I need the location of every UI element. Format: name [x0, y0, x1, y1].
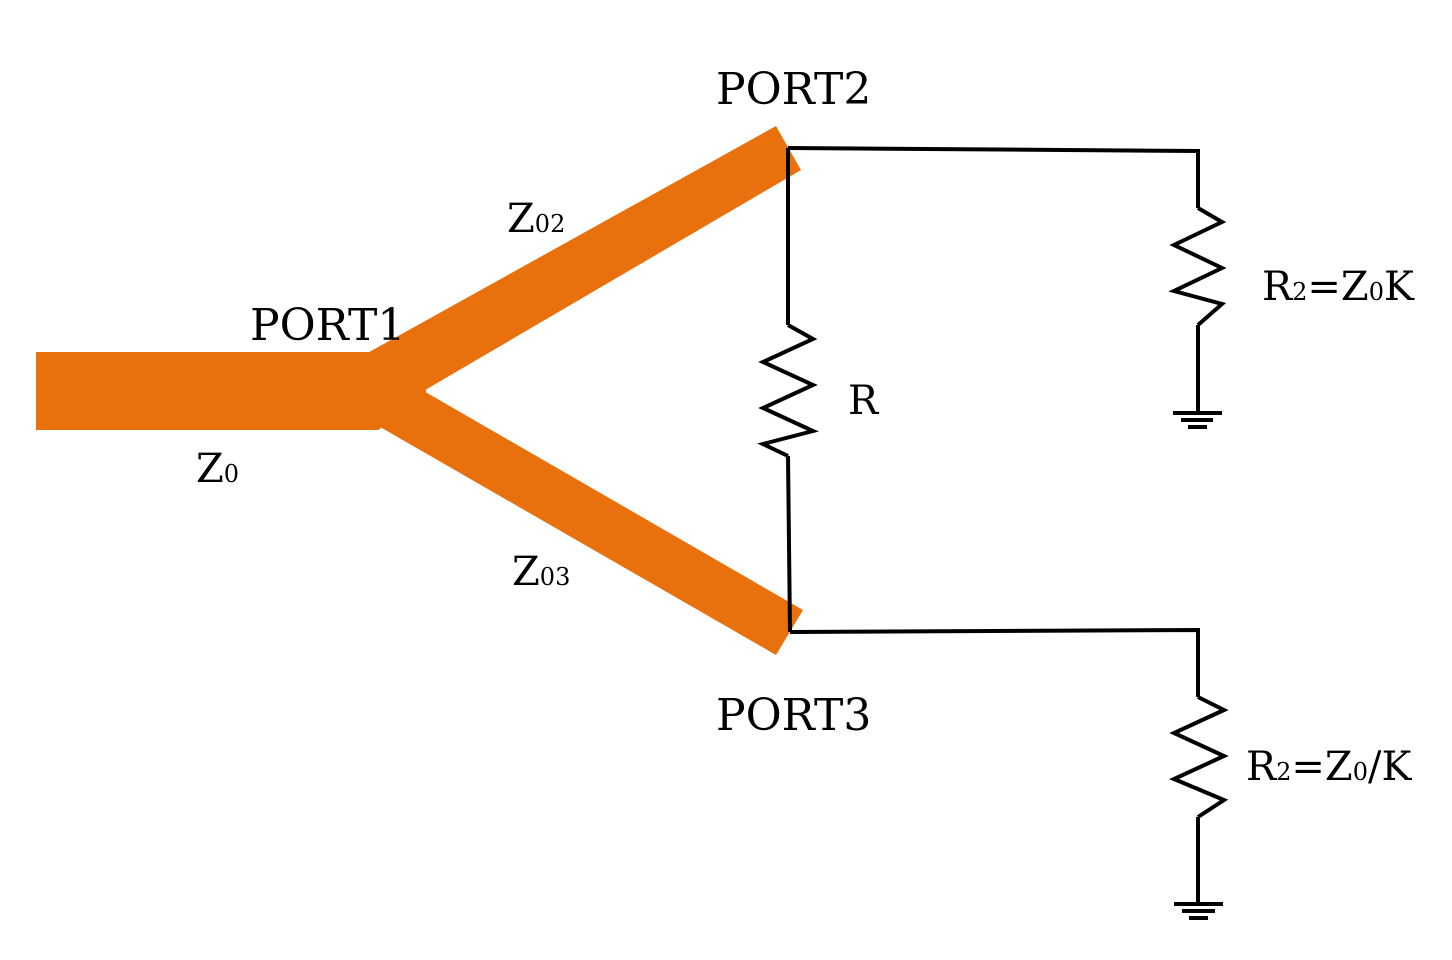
isolation-resistor-label: R: [848, 378, 880, 424]
load-resistor-bottom: [1169, 695, 1229, 819]
ground-icon: [1173, 411, 1222, 429]
load-resistor-top: [1168, 206, 1227, 327]
load-top-label: R2=Z0K: [1262, 264, 1415, 310]
input-trace-z0: [36, 352, 426, 430]
load-bottom-label: R2=Z0/K: [1246, 744, 1412, 790]
z0-label: Z0: [196, 446, 239, 492]
port3-label: PORT3: [716, 690, 871, 741]
isolation-lead-bottom: [786, 455, 792, 633]
isolation-resistor: [757, 323, 819, 458]
port2-rail: [787, 146, 1200, 208]
port3-rail: [789, 627, 1200, 697]
ground-icon: [1174, 902, 1223, 920]
labels: PORT2 PORT1 PORT3 Z02 Z0 Z03 R R2=Z0K R2…: [196, 64, 1415, 790]
z03-label: Z03: [512, 549, 570, 595]
z02-label: Z02: [507, 196, 565, 242]
port2-label: PORT2: [716, 64, 871, 115]
circuit-wiring: [757, 146, 1229, 920]
port1-label: PORT1: [250, 300, 405, 351]
branch-trace-z02: [362, 126, 801, 396]
microstrip-traces: [36, 126, 803, 655]
branch-trace-z03: [368, 390, 803, 655]
